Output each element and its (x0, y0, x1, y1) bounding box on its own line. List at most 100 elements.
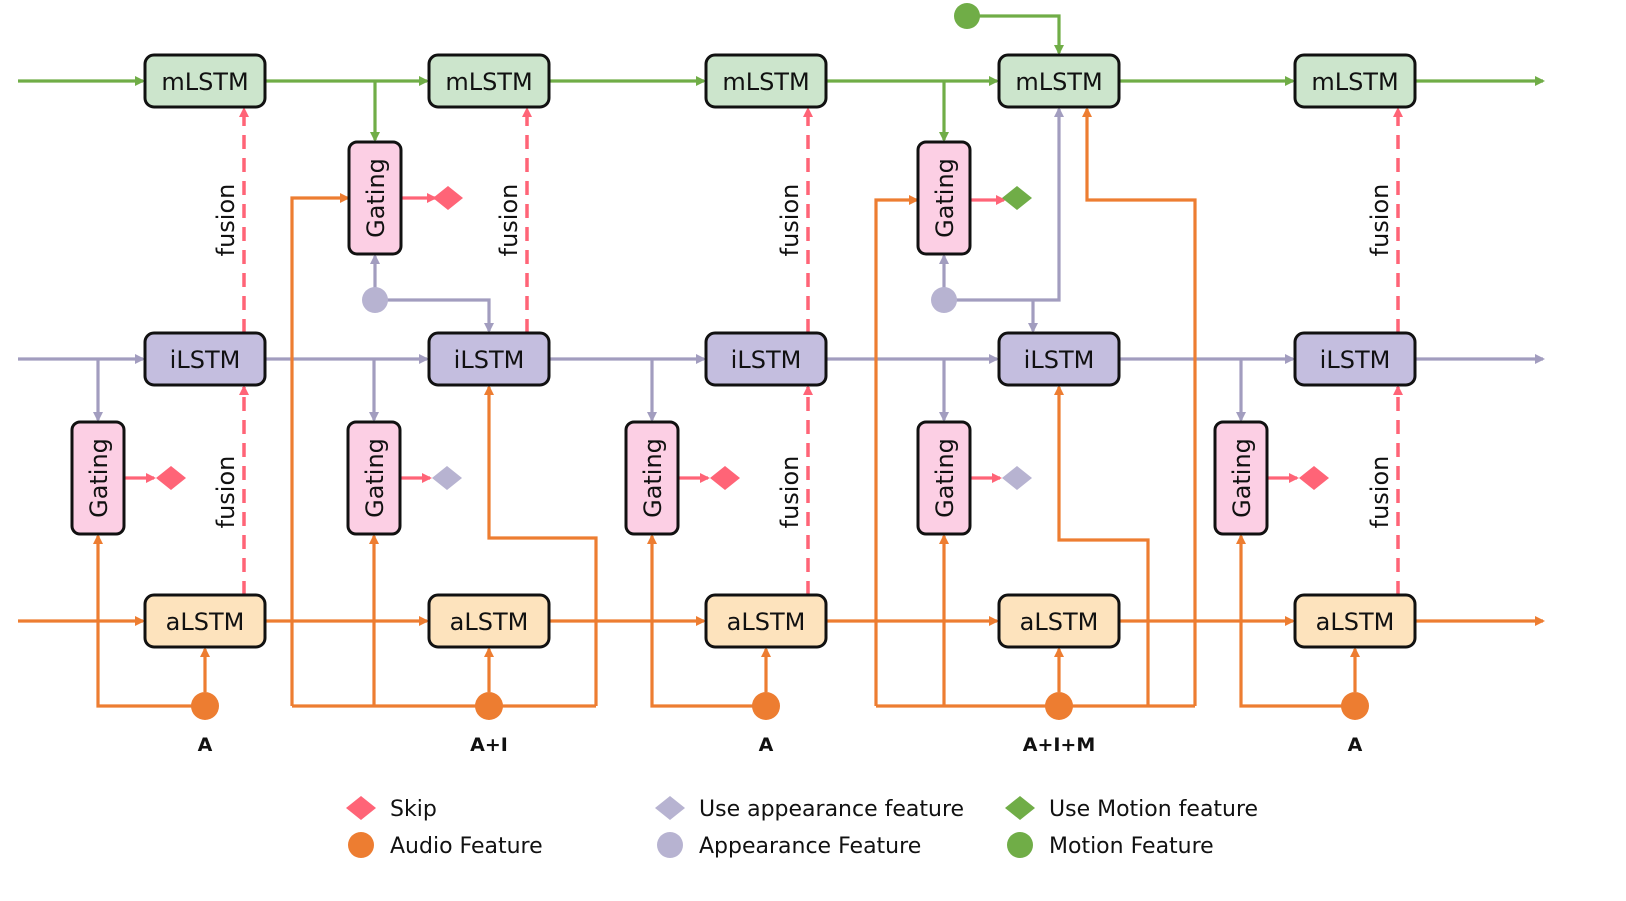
fusion-label: fusion (495, 184, 523, 257)
legend-diamond-icon (655, 796, 685, 820)
legend-item: Appearance Feature (657, 832, 921, 859)
legend-item: Skip (346, 796, 437, 822)
legend-label: Skip (390, 797, 437, 822)
appearance-lstm-label: iLSTM (1024, 346, 1095, 374)
use-motion-diamond-icon (1002, 186, 1032, 210)
audio-lstm-cell: aLSTM (997, 593, 1121, 649)
audio-lstm-cell: aLSTM (427, 593, 551, 649)
audio-lstm-box (143, 593, 267, 649)
appearance-feature-to-ilstm-arrow (375, 298, 494, 333)
gating-block: Gating (624, 420, 740, 536)
gating-box (1213, 420, 1269, 536)
legend-item: Use Motion feature (1005, 796, 1258, 822)
gating-label: Gating (931, 158, 959, 238)
motion-lstm-label: mLSTM (1311, 68, 1398, 96)
gating-label: Gating (931, 438, 959, 518)
motion-lstm-cell: mLSTM (143, 53, 267, 109)
appearance-lstm-label: iLSTM (170, 346, 241, 374)
audio-lstm-box (704, 593, 828, 649)
audio-feature-node-icon (475, 692, 503, 720)
step-feature-label: A (1348, 734, 1363, 756)
connection-lines (18, 14, 1545, 708)
appearance-lstm-box (427, 331, 551, 387)
step-feature-label: A (759, 734, 774, 756)
appearance-lstm-label: iLSTM (454, 346, 525, 374)
motion-lstm-label: mLSTM (161, 68, 248, 96)
gating-box (70, 420, 126, 536)
skip-diamond-icon (710, 466, 740, 490)
legend-label: Audio Feature (390, 834, 543, 859)
audio-lstm-cell: aLSTM (704, 593, 828, 649)
audio-lstm-cell: aLSTM (143, 593, 267, 649)
legend-item: Audio Feature (348, 832, 543, 859)
appearance-lstm-cell: iLSTM (704, 331, 828, 387)
motion-lstm-cell: mLSTM (704, 53, 828, 109)
gating-label: Gating (1228, 438, 1256, 518)
gating-block: Gating (1213, 420, 1329, 536)
motion-lstm-box (997, 53, 1121, 109)
appearance-lstm-label: iLSTM (731, 346, 802, 374)
gating-label: Gating (361, 438, 389, 518)
gating-box (916, 140, 972, 256)
appearance-lstm-cell: iLSTM (143, 331, 267, 387)
audio-lstm-label: aLSTM (1020, 608, 1099, 636)
gating-block: Gating (347, 140, 463, 256)
audio-feature-to-ilstm-arrow (484, 385, 598, 706)
step-feature-label: A+I+M (1023, 734, 1096, 756)
use-appearance-diamond-icon (432, 466, 462, 490)
use-appearance-diamond-icon (1002, 466, 1032, 490)
appearance-lstm-box (143, 331, 267, 387)
audio-feature-to-ilstm-arrow (1054, 385, 1150, 706)
audio-feature-to-gating-arrow (1236, 534, 1355, 708)
motion-feature-node-icon (954, 3, 980, 29)
audio-feature-to-upper-gating-arrow (874, 195, 919, 706)
fusion-label: fusion (1366, 456, 1394, 529)
appearance-lstm-box (1293, 331, 1417, 387)
audio-lstm-label: aLSTM (1316, 608, 1395, 636)
audio-lstm-box (427, 593, 551, 649)
audio-lstm-cell: aLSTM (1293, 593, 1417, 649)
motion-lstm-label: mLSTM (445, 68, 532, 96)
appearance-feature-node-icon (931, 287, 957, 313)
audio-feature-to-mlstm-arrow (1082, 107, 1197, 706)
audio-lstm-label: aLSTM (727, 608, 806, 636)
fusion-label: fusion (212, 456, 240, 529)
motion-lstm-label: mLSTM (1015, 68, 1102, 96)
motion-lstm-cell: mLSTM (427, 53, 551, 109)
legend-label: Use appearance feature (699, 797, 964, 822)
gating-block: Gating (70, 420, 186, 536)
gating-label: Gating (639, 438, 667, 518)
lstm-cells: mLSTM mLSTM mLSTM mLSTM mLSTM iLSTM iLSTM iLSTM… (70, 53, 1417, 649)
gating-box (347, 140, 403, 256)
motion-lstm-box (143, 53, 267, 109)
audio-feature-node-icon (1045, 692, 1073, 720)
motion-lstm-box (427, 53, 551, 109)
legend-circle-icon (657, 832, 683, 858)
fusion-label: fusion (776, 456, 804, 529)
audio-feature-to-gating-arrow (647, 534, 766, 708)
appearance-lstm-label: iLSTM (1320, 346, 1391, 374)
fusion-label: fusion (212, 184, 240, 257)
motion-lstm-box (704, 53, 828, 109)
fusion-label: fusion (776, 184, 804, 257)
step-feature-label: A (198, 734, 213, 756)
appearance-lstm-cell: iLSTM (427, 331, 551, 387)
gating-label: Gating (85, 438, 113, 518)
audio-lstm-label: aLSTM (450, 608, 529, 636)
legend-diamond-icon (346, 796, 376, 820)
motion-lstm-cell: mLSTM (997, 53, 1121, 109)
skip-diamond-icon (433, 186, 463, 210)
appearance-lstm-box (704, 331, 828, 387)
legend-circle-icon (1007, 832, 1033, 858)
audio-feature-node-icon (1341, 692, 1369, 720)
legend-diamond-icon (1005, 796, 1035, 820)
motion-lstm-cell: mLSTM (1293, 53, 1417, 109)
skip-diamond-icon (156, 466, 186, 490)
gating-box (916, 420, 972, 536)
gating-box (346, 420, 402, 536)
audio-feature-to-gating-arrow (93, 534, 205, 708)
audio-lstm-box (997, 593, 1121, 649)
appearance-lstm-cell: iLSTM (1293, 331, 1417, 387)
